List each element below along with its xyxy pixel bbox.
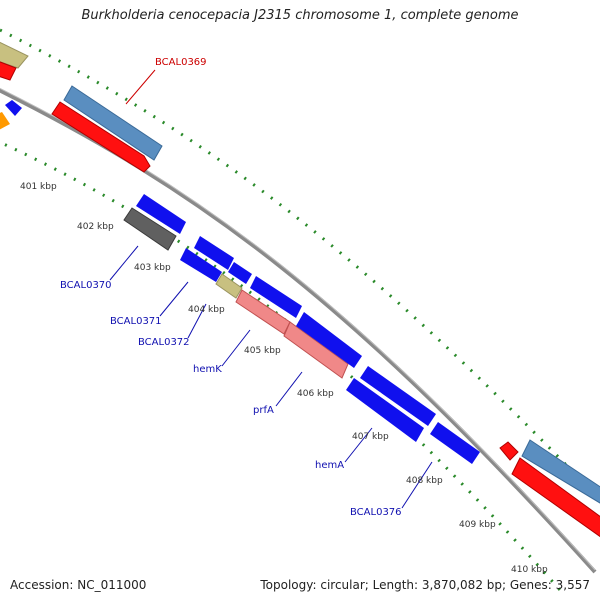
gene-blue-403a[interactable] <box>194 236 234 270</box>
gene-steelblue-right[interactable] <box>521 439 600 506</box>
gene-red-partial[interactable] <box>0 60 17 81</box>
kbp-label: 405 kbp <box>244 346 281 356</box>
gene-blue-402[interactable] <box>136 194 186 234</box>
kbp-label: 408 kbp <box>406 476 443 486</box>
gene-label-prfa[interactable]: prfA <box>253 405 274 416</box>
gene-label-bcal0371[interactable]: BCAL0371 <box>110 316 162 327</box>
gene-prfa[interactable] <box>283 321 349 379</box>
gene-bcal0372[interactable] <box>215 273 243 299</box>
gene-bcal0376[interactable] <box>430 422 480 464</box>
gene-blue-404[interactable] <box>228 262 252 284</box>
gene-label-bcal0370[interactable]: BCAL0370 <box>60 280 112 291</box>
accession-text: Accession: NC_011000 <box>10 578 147 592</box>
leader-hemk <box>221 329 251 367</box>
leader-bcal0369 <box>125 69 156 105</box>
leader-prfa <box>275 371 303 407</box>
leader-bcal0376 <box>401 461 433 509</box>
gene-blue-407a[interactable] <box>360 366 436 426</box>
genome-backbone <box>0 88 597 574</box>
gene-label-bcal0376[interactable]: BCAL0376 <box>350 507 402 518</box>
gene-label-bcal0372[interactable]: BCAL0372 <box>138 337 190 348</box>
gene-hema[interactable] <box>346 378 424 442</box>
gene-hemk[interactable] <box>235 289 291 335</box>
topology-text: Topology: circular; Length: 3,870,082 bp… <box>260 578 590 592</box>
gene-blue-small[interactable] <box>5 100 22 116</box>
gene-tan-partial[interactable] <box>0 40 29 69</box>
gene-blue-405[interactable] <box>250 276 302 318</box>
gene-blue-406[interactable] <box>296 312 362 368</box>
gene-red-long[interactable] <box>51 101 151 173</box>
kbp-label: 404 kbp <box>188 305 225 315</box>
kbp-label: 410 kbp <box>511 565 548 575</box>
gene-red-right[interactable] <box>511 457 600 540</box>
map-title: Burkholderia cenocepacia J2315 chromosom… <box>81 8 519 23</box>
gene-label-hema[interactable]: hemA <box>315 460 344 471</box>
kbp-label: 406 kbp <box>297 389 334 399</box>
gene-bcal0369[interactable] <box>63 85 163 161</box>
gene-red-small[interactable] <box>499 441 519 461</box>
kbp-label: 409 kbp <box>459 520 496 530</box>
gene-label-hemk[interactable]: hemK <box>193 364 222 375</box>
gene-label-bcal0369[interactable]: BCAL0369 <box>155 57 207 68</box>
leader-bcal0371 <box>159 281 189 317</box>
gene-bcal0370[interactable] <box>123 207 177 251</box>
kbp-label: 407 kbp <box>352 432 389 442</box>
leader-bcal0372 <box>187 303 207 339</box>
leader-hema <box>344 427 373 463</box>
gene-bcal0371[interactable] <box>180 248 222 282</box>
gene-orange-partial[interactable] <box>0 112 10 132</box>
kbp-label: 401 kbp <box>20 182 57 192</box>
leader-bcal0370 <box>109 245 139 281</box>
kbp-label: 402 kbp <box>77 222 114 232</box>
kbp-label: 403 kbp <box>134 263 171 273</box>
